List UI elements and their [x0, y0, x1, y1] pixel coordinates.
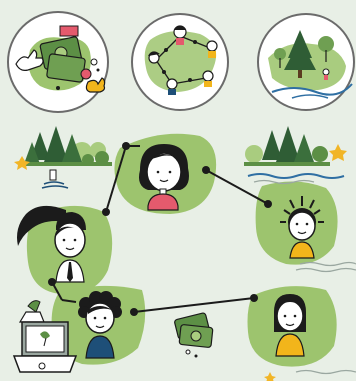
person-long-hair-pink-shirt: [139, 144, 189, 211]
water-lines-right: [264, 261, 356, 381]
person-straight-hair-yellow-shirt: [274, 294, 306, 357]
forest-left-decoration: [14, 126, 112, 189]
person-curly-hair-navy-shirt: [78, 291, 122, 359]
person-spiky-hair-yellow-shirt: [280, 196, 324, 259]
network-nodes: [48, 142, 272, 316]
money-exchange-icon: [7, 11, 109, 113]
money-bills-icon: [174, 312, 214, 358]
laptop-icon: [12, 300, 78, 373]
nature-landscape-icon: [257, 13, 355, 111]
people-network-icon: [131, 13, 229, 111]
forest-right-decoration: [244, 126, 347, 185]
person-bun-hair-white-shirt-tie: [17, 205, 86, 283]
